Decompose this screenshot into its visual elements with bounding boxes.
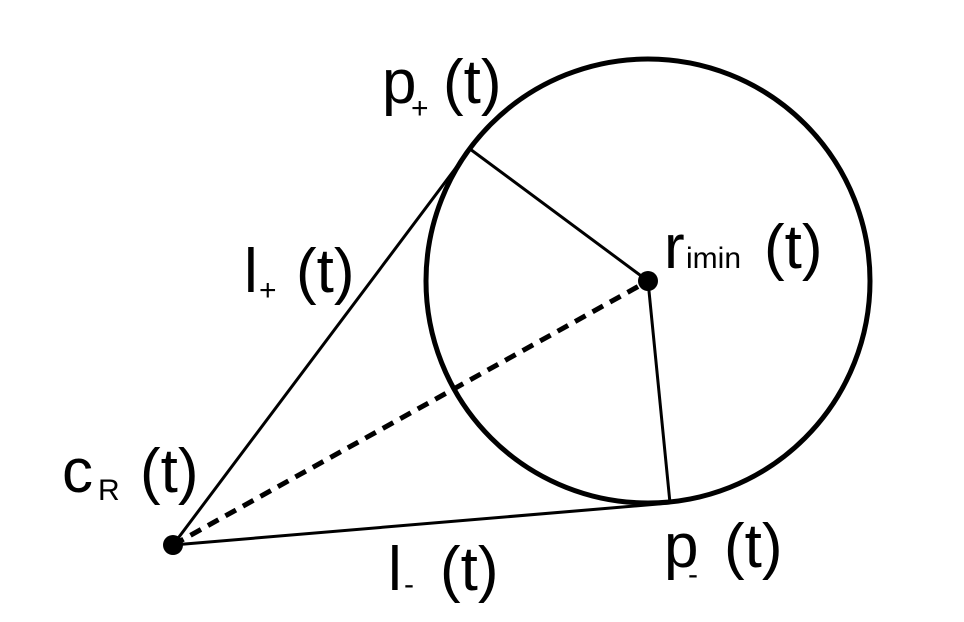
obstacle-circle	[423, 56, 873, 506]
circle-center-point	[638, 271, 658, 291]
label-p-plus: p + (t)	[382, 48, 502, 125]
label-l-minus-main: l	[388, 535, 402, 604]
tangent-line-minus	[172, 501, 671, 547]
label-p-minus-sub: -	[688, 558, 698, 591]
label-l-minus: l - (t)	[388, 535, 499, 604]
radius-to-p-plus	[469, 147, 649, 283]
label-p-plus-sub: +	[411, 92, 429, 125]
label-r-imin-sub: imin	[686, 242, 741, 275]
label-r-imin-arg: (t)	[764, 213, 823, 282]
label-l-minus-sub: -	[404, 568, 414, 601]
center-distance-dashed-line	[171, 278, 650, 548]
label-p-minus: p - (t)	[664, 512, 783, 591]
label-l-plus-sub: +	[259, 274, 277, 307]
label-l-minus-arg: (t)	[440, 535, 499, 604]
tangent-line-plus	[171, 148, 472, 546]
label-c-r: c R (t)	[62, 437, 199, 507]
label-r-imin-main: r	[664, 213, 685, 282]
label-p-plus-main: p	[382, 48, 416, 117]
radius-to-p-minus	[646, 280, 672, 504]
label-l-plus: l + (t)	[244, 237, 355, 307]
label-r-imin: r imin (t)	[664, 213, 823, 282]
label-l-plus-arg: (t)	[296, 237, 355, 306]
label-l-plus-main: l	[244, 237, 258, 306]
label-p-minus-arg: (t)	[724, 512, 783, 581]
robot-center-point	[163, 535, 183, 555]
label-c-r-main: c	[62, 437, 93, 506]
label-p-plus-arg: (t)	[443, 48, 502, 117]
label-c-r-sub: R	[98, 474, 120, 507]
label-c-r-arg: (t)	[140, 437, 199, 506]
label-p-minus-main: p	[664, 512, 698, 581]
